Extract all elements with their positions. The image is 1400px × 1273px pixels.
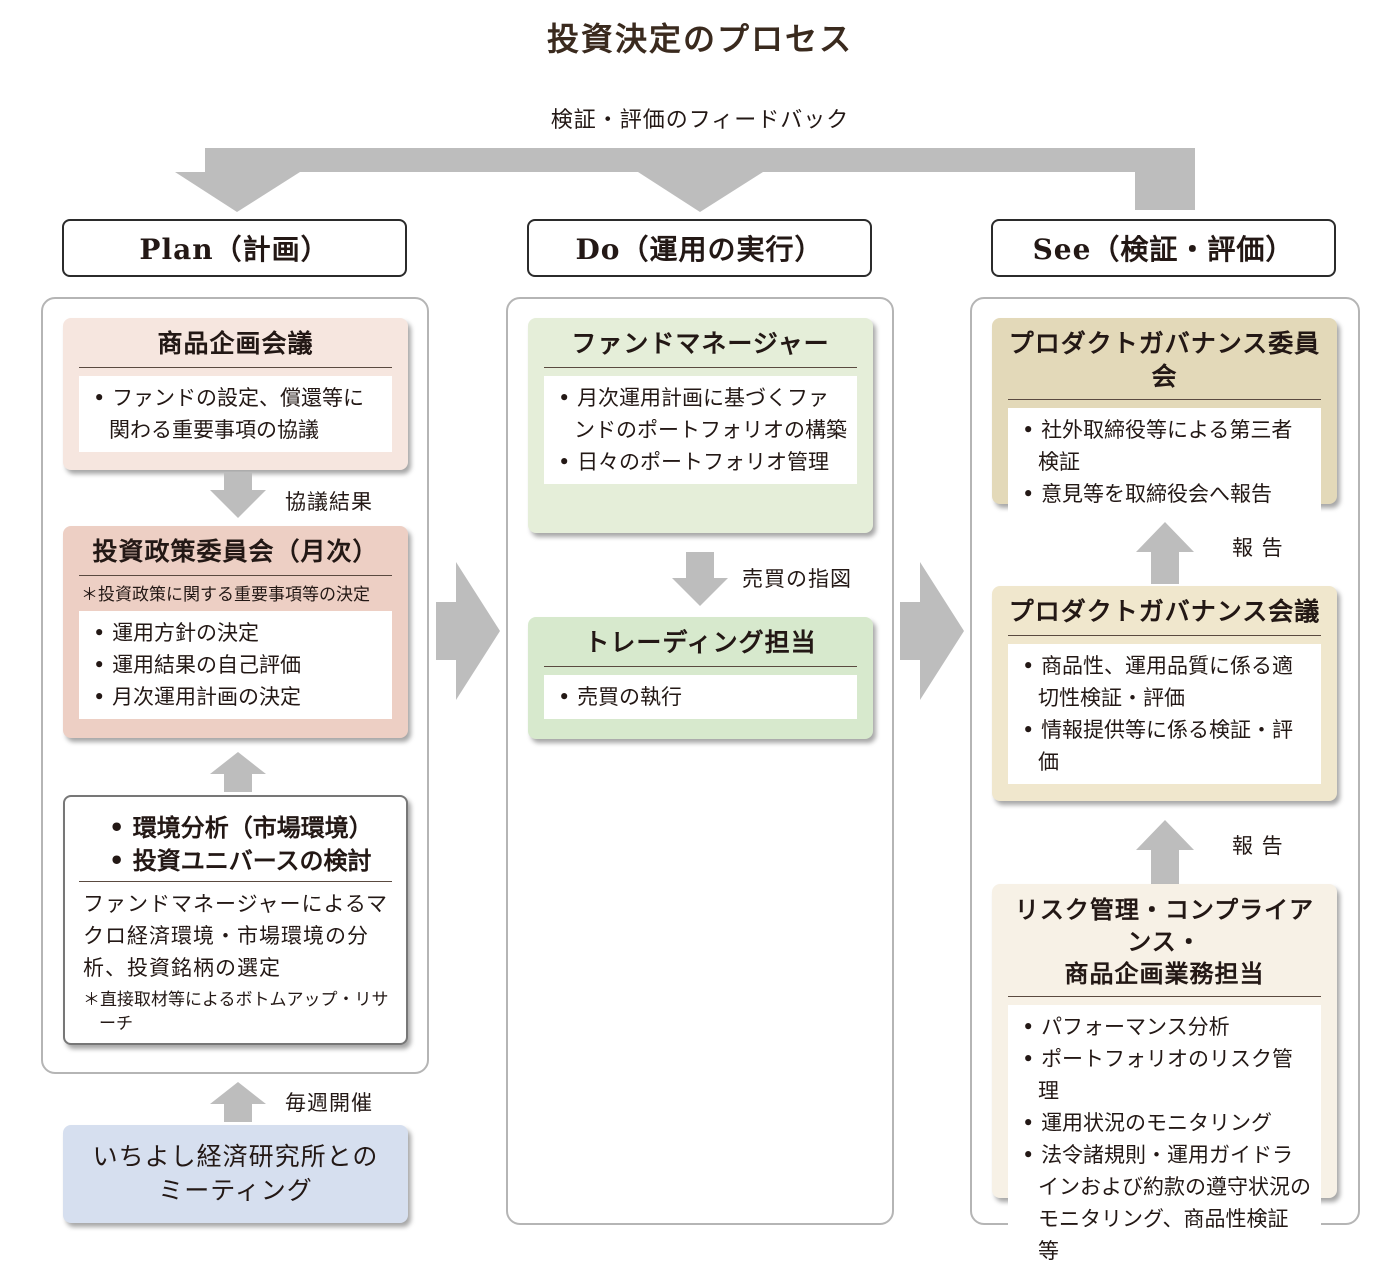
list-item: 商品性、運用品質に係る適切性検証・評価 — [1018, 650, 1311, 714]
ichiyoshi-meeting-card: いちよし経済研究所とのミーティング — [63, 1125, 408, 1223]
list-item: 運用結果の自己評価 — [89, 649, 382, 681]
environment-analysis-card: • 環境分析（市場環境） • 投資ユニバースの検討 ファンドマネージャーによるマ… — [63, 795, 408, 1045]
report-label-1: 報 告 — [1232, 536, 1284, 560]
arrow-down-icon — [210, 472, 266, 518]
ichiyoshi-meeting-title: いちよし経済研究所とのミーティング — [92, 1142, 379, 1205]
list-item: 運用方針の決定 — [89, 617, 382, 649]
see-header: See（検証・評価） — [991, 219, 1336, 277]
risk-compliance-title: リスク管理・コンプライアンス・ 商品企画業務担当 — [1008, 894, 1321, 997]
list-item: 意見等を取締役会へ報告 — [1018, 478, 1311, 510]
feedback-arrowhead-plan — [175, 172, 300, 212]
investment-policy-committee-title: 投資政策委員会（月次） — [79, 536, 392, 576]
environment-analysis-body: ファンドマネージャーによるマクロ経済環境・市場環境の分析、投資銘柄の選定 — [83, 892, 389, 980]
arrow-up-icon — [1136, 522, 1194, 584]
fund-manager-title: ファンドマネージャー — [544, 328, 857, 368]
list-item: パフォーマンス分析 — [1018, 1011, 1311, 1043]
plan-to-do-arrow — [436, 562, 500, 700]
list-item: 社外取締役等による第三者検証 — [1018, 414, 1311, 478]
product-governance-committee-title: プロダクトガバナンス委員会 — [1008, 328, 1321, 400]
list-item: • 環境分析（市場環境） — [109, 813, 373, 842]
do-to-see-arrow — [900, 562, 964, 700]
list-item: ポートフォリオのリスク管理 — [1018, 1043, 1311, 1107]
policy-committee-note: ＊投資政策に関する重要事項等の決定 — [81, 584, 370, 605]
arrow-up-icon — [210, 752, 266, 792]
feedback-label: 検証・評価のフィードバック — [550, 108, 850, 133]
product-planning-meeting-card: 商品企画会議 ファンドの設定、償還等に関わる重要事項の協議 — [63, 318, 408, 470]
arrow-down-icon — [672, 552, 728, 606]
plan-header: Plan（計画） — [62, 219, 407, 277]
report-label-2: 報 告 — [1232, 834, 1284, 858]
trade-order-label: 売買の指図 — [742, 567, 852, 591]
list-item: 日々のポートフォリオ管理 — [554, 446, 847, 478]
arrow-up-icon — [1136, 820, 1194, 884]
page-title: 投資決定のプロセス — [546, 20, 853, 58]
trading-title: トレーディング担当 — [544, 627, 857, 667]
weekly-label: 毎週開催 — [285, 1091, 373, 1115]
list-item: 法令諸規則・運用ガイドラインおよび約款の遵守状況のモニタリング、商品性検証 等 — [1018, 1139, 1311, 1267]
list-item: 月次運用計画に基づくファンドのポートフォリオの構築 — [554, 382, 847, 446]
risk-compliance-card: リスク管理・コンプライアンス・ 商品企画業務担当 パフォーマンス分析 ポートフォ… — [992, 884, 1337, 1273]
list-item: 情報提供等に係る検証・評価 — [1018, 714, 1311, 778]
arrow-up-icon — [210, 1082, 266, 1122]
trading-card: トレーディング担当 売買の執行 — [528, 617, 873, 739]
product-governance-meeting-card: プロダクトガバナンス会議 商品性、運用品質に係る適切性検証・評価 情報提供等に係… — [992, 586, 1337, 801]
product-governance-committee-card: プロダクトガバナンス委員会 社外取締役等による第三者検証 意見等を取締役会へ報告 — [992, 318, 1337, 516]
environment-analysis-note: ＊直接取材等によるボトムアップ・リサーチ — [83, 990, 389, 1034]
list-item: 月次運用計画の決定 — [89, 681, 382, 713]
investment-policy-committee-card: 投資政策委員会（月次） ＊投資政策に関する重要事項等の決定 運用方針の決定 運用… — [63, 526, 408, 738]
list-item: 売買の執行 — [554, 681, 847, 713]
do-header: Do（運用の実行） — [527, 219, 872, 277]
product-planning-meeting-title: 商品企画会議 — [79, 328, 392, 368]
list-item: ファンドの設定、償還等に関わる重要事項の協議 — [89, 382, 382, 446]
consultation-result-label: 協議結果 — [285, 490, 373, 514]
list-item: 運用状況のモニタリング — [1018, 1107, 1311, 1139]
list-item: • 投資ユニバースの検討 — [109, 846, 372, 875]
product-governance-meeting-title: プロダクトガバナンス会議 — [1008, 596, 1321, 636]
fund-manager-card: ファンドマネージャー 月次運用計画に基づくファンドのポートフォリオの構築 日々の… — [528, 318, 873, 533]
feedback-arrowhead-do — [638, 172, 763, 212]
